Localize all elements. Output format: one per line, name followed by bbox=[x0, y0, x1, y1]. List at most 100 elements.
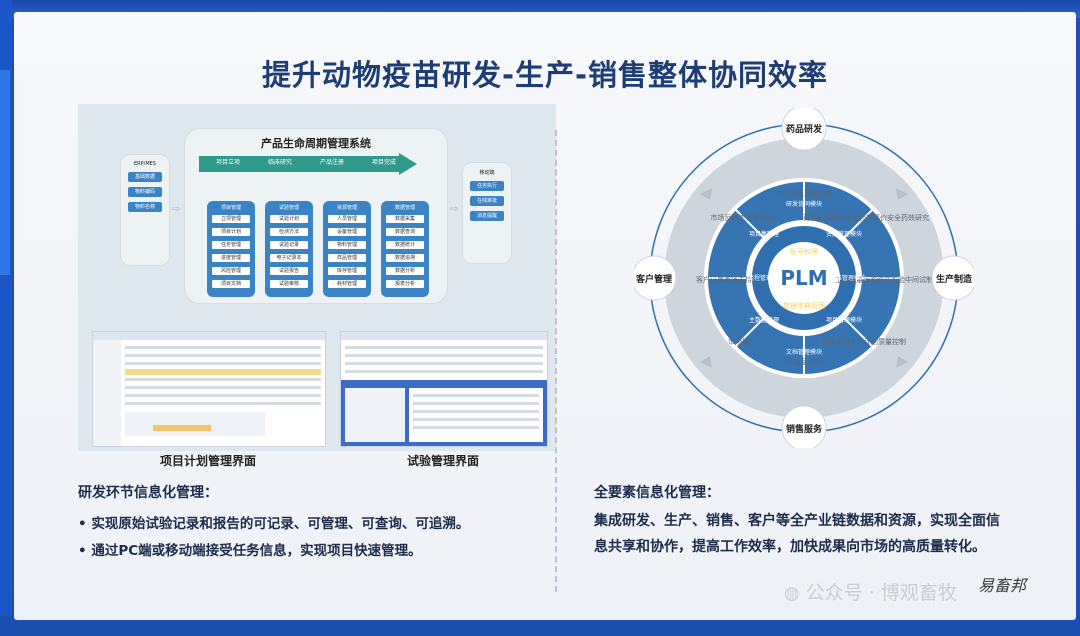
inner-segment-label: 文档管理模块 bbox=[786, 348, 822, 356]
node-label: 生产制造 bbox=[936, 273, 973, 285]
plm-wheel-diagram: PLM 账号权限 数据字典管理 产品开发项目立项 药品分离毒株筛选药效评价安全药… bbox=[634, 108, 974, 448]
module-item: 项目文档 bbox=[212, 280, 250, 288]
module-item: 库存管理 bbox=[328, 267, 366, 275]
module-item: 样品管理 bbox=[328, 254, 366, 262]
inner-segment-label: 主数据管理 bbox=[749, 316, 779, 324]
trial-mgmt-table-image bbox=[341, 332, 547, 446]
flow-stage: 项目立项 bbox=[215, 159, 240, 166]
node-production: 生产制造 bbox=[931, 255, 974, 301]
module-item: 物料管理 bbox=[328, 241, 366, 249]
module-item: 试验计划 bbox=[270, 215, 308, 223]
module-resource: 资源管理 人员管理 设备管理 物料管理 样品管理 库存管理 耗材管理 bbox=[323, 201, 371, 297]
right-paragraph-line1: 集成研发、生产、销售、客户等全产业链数据和资源，实现全面信 bbox=[594, 513, 1000, 529]
inner-top-label: 账号权限 bbox=[790, 247, 818, 256]
module-item: 风险管理 bbox=[212, 267, 250, 275]
module-title: 数据管理 bbox=[394, 205, 415, 211]
arrow-right-icon: ⇨ bbox=[172, 204, 181, 215]
ring-label: 客户订单市场支持 bbox=[696, 275, 752, 284]
module-item: 耗材管理 bbox=[328, 280, 366, 288]
slide: 提升动物疫苗研发-生产-销售整体协同效率 ERP/MES 基础数据 物料编码 物… bbox=[14, 12, 1076, 620]
plm-center-label: PLM bbox=[780, 266, 827, 290]
erp-button: 基础数据 bbox=[128, 172, 162, 182]
bullet-item: • 实现原始试验记录和报告的可记录、可管理、可查询、可追溯。 bbox=[78, 516, 470, 532]
wechat-watermark: ◍ 公众号 · 博观畜牧 bbox=[784, 578, 957, 605]
lifecycle-flow-arrow bbox=[199, 153, 417, 175]
project-plan-screenshot bbox=[92, 331, 326, 447]
right-paragraph-line2: 息共享和协作，提高工作效率，加快成果向市场的高质量转化。 bbox=[594, 539, 986, 555]
ring-label: 原料采购生产计划质量控制 bbox=[822, 337, 906, 346]
module-title: 资源管理 bbox=[336, 205, 357, 211]
frame-bottom-bar bbox=[0, 616, 1080, 636]
module-item: 试验审核 bbox=[270, 280, 308, 288]
screenshot-caption: 试验管理界面 bbox=[406, 454, 479, 468]
trial-mgmt-screenshot bbox=[340, 331, 548, 447]
wechat-icon: ◍ bbox=[784, 583, 800, 604]
node-rd: 药品研发 bbox=[781, 108, 827, 151]
center-core bbox=[768, 242, 840, 314]
ring-label: 产品开发项目立项 bbox=[776, 189, 832, 198]
module-title: 试验管理 bbox=[278, 205, 299, 211]
module-item: 电子记录本 bbox=[270, 254, 308, 262]
flow-stage: 临床研究 bbox=[267, 159, 292, 166]
module-item: 数据统计 bbox=[386, 241, 424, 249]
module-item: 设备管理 bbox=[328, 228, 366, 236]
module-item: 数据追溯 bbox=[386, 254, 424, 262]
node-sales: 销售服务 bbox=[781, 405, 827, 448]
mobile-button: 任务执行 bbox=[470, 181, 504, 191]
module-item: 数据查询 bbox=[386, 228, 424, 236]
plm-system-diagram: ERP/MES 基础数据 物料编码 物料名称 ⇨ 产品生命周期管理系统 项目立项… bbox=[78, 104, 556, 468]
mobile-button: 消息提醒 bbox=[470, 211, 504, 221]
mobile-button: 在线审批 bbox=[470, 196, 504, 206]
module-trial: 试验管理 试验计划 检测方法 试验记录 电子记录本 试验报告 试验审核 bbox=[265, 201, 313, 297]
plm-system-box: 产品生命周期管理系统 项目立项 临床研究 产品注册 项目完成 项目管理 立项管理… bbox=[184, 128, 448, 304]
system-title: 产品生命周期管理系统 bbox=[261, 137, 371, 150]
frame-left-accent bbox=[0, 70, 10, 275]
ring-label: 药品分离毒株筛选药效评价安全药效研究 bbox=[803, 213, 929, 222]
bullet-text: 实现原始试验记录和报告的可记录、可管理、可查询、可追溯。 bbox=[91, 516, 470, 532]
mobile-box-title: 移动端 bbox=[479, 170, 495, 176]
bullet-item: • 通过PC端或移动端接受任务信息，实现项目快速管理。 bbox=[78, 543, 422, 559]
module-item: 报表分析 bbox=[386, 280, 424, 288]
module-project: 项目管理 立项管理 项目计划 任务管理 进度管理 风险管理 项目文档 bbox=[207, 201, 255, 297]
module-title: 项目管理 bbox=[220, 205, 241, 211]
project-plan-table-image bbox=[93, 332, 325, 446]
inner-segment-label: 资源管理模块 bbox=[826, 230, 862, 238]
bullet-text: 通过PC端或移动端接受任务信息，实现项目快速管理。 bbox=[91, 543, 422, 559]
screenshot-caption: 项目计划管理界面 bbox=[159, 454, 256, 468]
mobile-box: 移动端 任务执行 在线审批 消息提醒 bbox=[462, 162, 512, 264]
inner-segment-label: 项目管理模块 bbox=[826, 316, 862, 324]
module-item: 数据采集 bbox=[386, 215, 424, 223]
inner-segment-label: 项目集管理 bbox=[749, 230, 779, 238]
ring-label: 市场推广 bbox=[728, 337, 756, 346]
module-item: 项目计划 bbox=[212, 228, 250, 236]
node-label: 客户管理 bbox=[635, 273, 672, 285]
module-item: 人员管理 bbox=[328, 215, 366, 223]
node-label: 药品研发 bbox=[786, 123, 823, 135]
arrow-right-icon: ⇨ bbox=[450, 204, 459, 215]
module-item: 试验报告 bbox=[270, 267, 308, 275]
inner-bottom-label: 数据字典管理 bbox=[783, 301, 825, 310]
ring-label: 工艺质量标准临床实验中间试制 bbox=[835, 275, 933, 284]
signature-logo: 易畜邦 bbox=[978, 576, 1027, 595]
module-item: 任务管理 bbox=[212, 241, 250, 249]
erp-box: ERP/MES 基础数据 物料编码 物料名称 bbox=[120, 154, 170, 266]
flow-stage: 产品注册 bbox=[319, 159, 344, 166]
flow-stage: 项目完成 bbox=[371, 159, 396, 166]
module-data: 数据管理 数据采集 数据查询 数据统计 数据追溯 数据分析 报表分析 bbox=[381, 201, 429, 297]
inner-segment-label: 标准管理模块 bbox=[830, 274, 866, 282]
watermark-text: 公众号 · 博观畜牧 bbox=[805, 582, 957, 604]
node-customer: 客户管理 bbox=[634, 255, 677, 301]
center-dashed-divider bbox=[555, 130, 557, 592]
node-label: 销售服务 bbox=[786, 423, 823, 435]
module-item: 进度管理 bbox=[212, 254, 250, 262]
module-item: 立项管理 bbox=[212, 215, 250, 223]
right-section-heading: 全要素信息化管理： bbox=[594, 485, 720, 501]
module-item: 数据分析 bbox=[386, 267, 424, 275]
module-item: 检测方法 bbox=[270, 228, 308, 236]
module-item: 试验记录 bbox=[270, 241, 308, 249]
ring-label: 产成品入库 bbox=[787, 357, 822, 366]
inner-segment-label: 研发协同模块 bbox=[786, 200, 822, 208]
left-section-heading: 研发环节信息化管理： bbox=[78, 485, 218, 501]
slide-title: 提升动物疫苗研发-生产-销售整体协同效率 bbox=[261, 58, 829, 92]
erp-button: 物料名称 bbox=[128, 202, 162, 212]
